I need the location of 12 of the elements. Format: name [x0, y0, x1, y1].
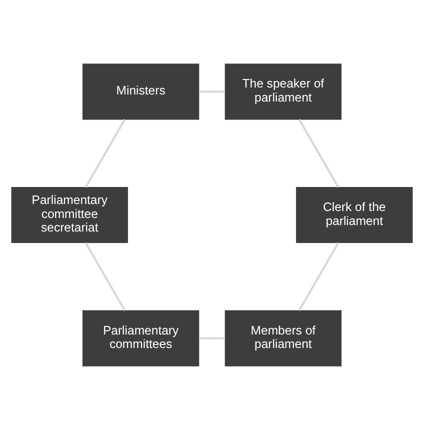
- connector: [84, 242, 126, 312]
- node-box: Parliamentary committees: [82, 310, 200, 366]
- connector: [298, 242, 340, 311]
- node-box: Members of parliament: [224, 310, 342, 366]
- connector: [298, 118, 340, 188]
- connector: [198, 337, 226, 340]
- node-box: Parliamentary committee secretariat: [11, 186, 128, 244]
- node-box: Ministers: [82, 64, 200, 120]
- connector: [84, 119, 126, 188]
- connector: [198, 90, 226, 93]
- node-box: The speaker of parliament: [224, 64, 342, 120]
- node-box: Clerk of the parliament: [296, 186, 413, 244]
